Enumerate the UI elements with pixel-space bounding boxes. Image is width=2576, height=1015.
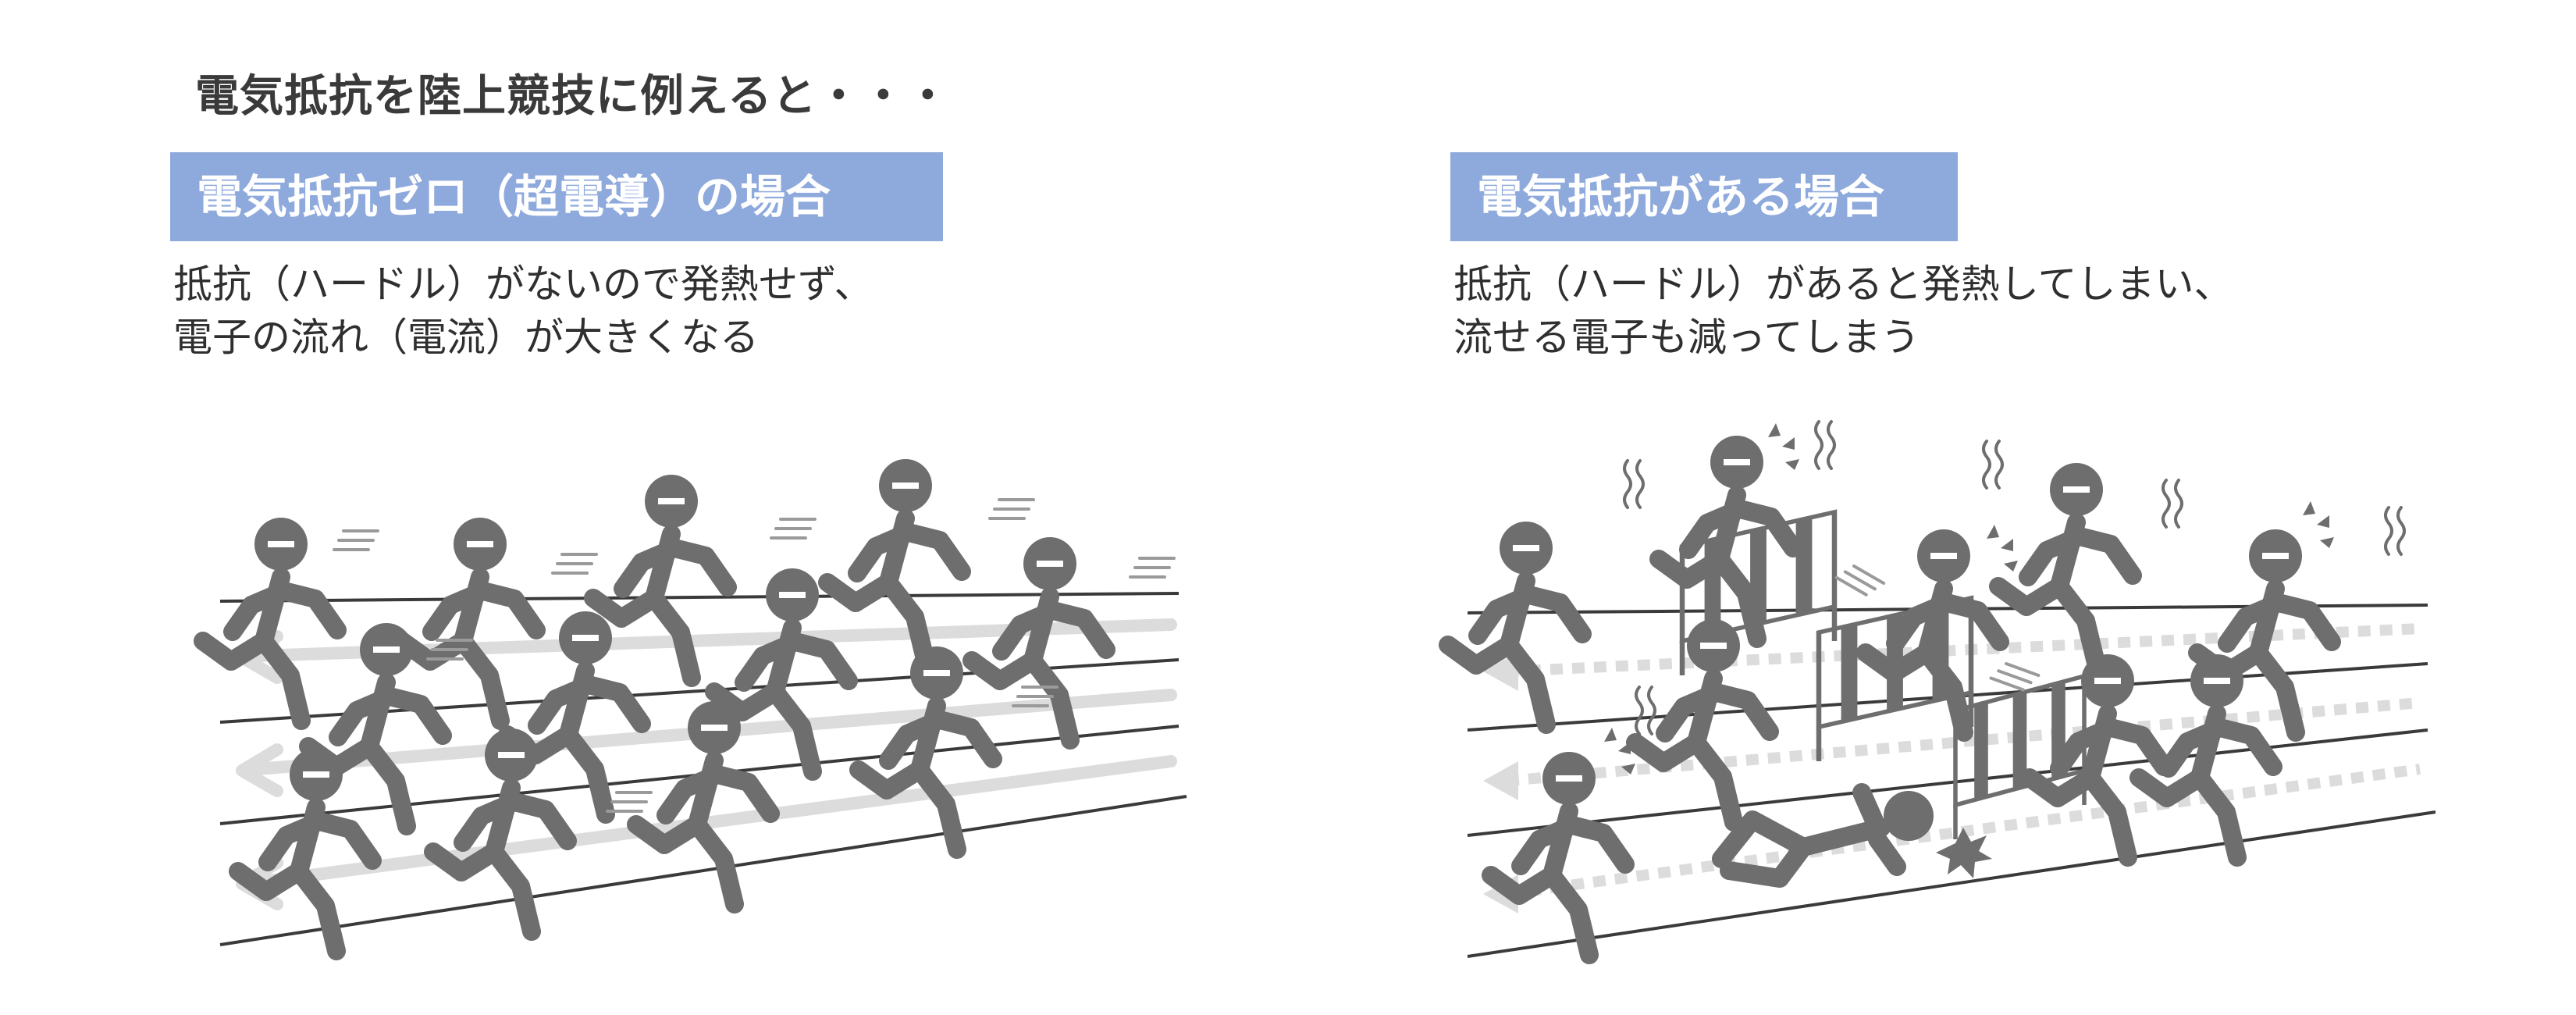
impact-burst-icon: [1936, 828, 1992, 878]
left-scene: [203, 459, 1187, 951]
left-desc-line-2: 電子の流れ（電流）が大きくなる: [173, 315, 759, 360]
right-scene: [1448, 420, 2436, 958]
left-panel-header: 電気抵抗ゼロ（超電導）の場合: [170, 152, 943, 241]
left-runner: [402, 518, 536, 721]
right-runner: [1635, 619, 1770, 822]
right-panel-description: 抵抗（ハードル）があると発熱してしまい、 流せる電子も減ってしまう: [1453, 258, 2233, 364]
left-desc-line-1: 抵抗（ハードル）がないので発熱せず、: [173, 262, 873, 307]
right-desc-line-1: 抵抗（ハードル）があると発熱してしまい、: [1453, 262, 2233, 307]
right-panel-header: 電気抵抗がある場合: [1450, 152, 1958, 241]
right-desc-line-2: 流せる電子も減ってしまう: [1453, 315, 1920, 360]
page-title: 電気抵抗を陸上競技に例えると・・・: [195, 71, 951, 122]
right-track-lines: [1467, 604, 2436, 958]
right-runner: [1998, 463, 2133, 666]
left-panel-description: 抵抗（ハードル）がないので発熱せず、 電子の流れ（電流）が大きくなる: [173, 258, 873, 364]
fallen-runner: [1712, 783, 1992, 888]
right-runner: [1659, 436, 1793, 639]
left-runner: [203, 518, 337, 721]
right-runner: [1448, 522, 1582, 725]
